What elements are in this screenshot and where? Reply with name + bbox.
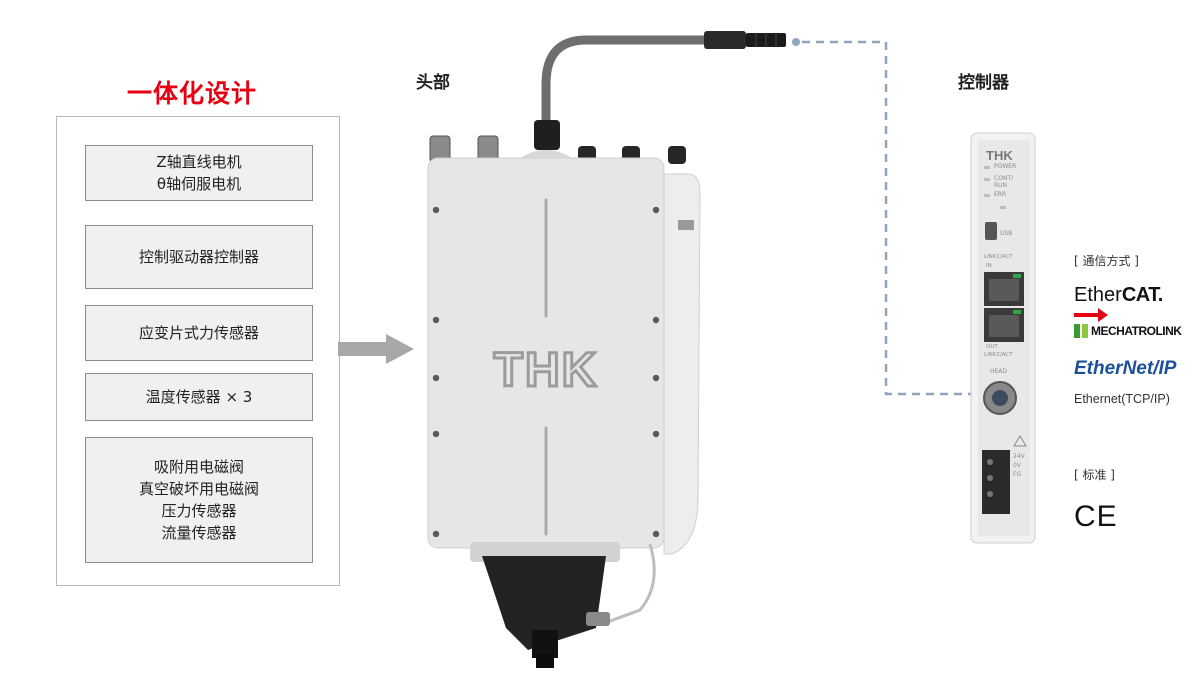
port-in-tag: IN (986, 263, 992, 269)
controller-brand-logo: THK (986, 148, 1013, 163)
feature-box-motors: Z轴直线电机 θ轴伺服电机 (85, 145, 313, 201)
integrated-design-title: 一体化设计 (126, 79, 257, 108)
feature-line: Z轴直线电机 (156, 153, 242, 171)
feature-line: 应变片式力传感器 (138, 324, 259, 342)
arrow-right-icon (338, 334, 414, 364)
ethercat-prefix: Ether (1074, 284, 1122, 306)
feature-line: 真空破坏用电磁阀 (138, 480, 259, 498)
controller-body (970, 132, 1036, 544)
standards-title: [ 标准 ] (1074, 468, 1115, 482)
head-label: 头部 (416, 73, 450, 93)
ethercat-suffix: CAT. (1121, 284, 1163, 306)
ethernet-ip-logo: EtherNet/IP (1074, 358, 1177, 379)
feature-box-temp-sensors: 温度传感器 × 3 (85, 373, 313, 421)
power-labels: 24V 0V FG (1013, 452, 1025, 479)
controller-device: THK POWER CONT/ RUN ERR USB LINK1/ACT IN… (970, 132, 1036, 544)
led-err-label: ERR (994, 191, 1007, 198)
port-out-tag: OUT (986, 344, 998, 350)
port-in-label: LINK1/ACT (984, 254, 1013, 260)
power-label-24v: 24V (1013, 453, 1025, 460)
cable-connector (704, 31, 786, 49)
feature-panel: Z轴直线电机 θ轴伺服电机 控制驱动器控制器 应变片式力传感器 温度传感器 × … (56, 116, 340, 586)
communication-title: [ 通信方式 ] (1074, 254, 1139, 268)
ce-mark: CE (1074, 500, 1118, 533)
ethercat-logo: EtherCAT. (1074, 284, 1200, 330)
feature-line: 温度传感器 × 3 (145, 388, 253, 406)
led-cont-run-label: CONT/ RUN (994, 175, 1014, 189)
port-out-label: LINK2/ACT (984, 352, 1013, 358)
feature-box-force-sensor: 应变片式力传感器 (85, 305, 313, 361)
feature-box-controller: 控制驱动器控制器 (85, 225, 313, 289)
feature-line: θ轴伺服电机 (156, 175, 242, 193)
mechatrolink-icon (1074, 324, 1088, 338)
led-power-label: POWER (994, 163, 1017, 170)
ethernet-tcp-label: Ethernet(TCP/IP) (1074, 392, 1170, 406)
controller-label: 控制器 (958, 73, 1009, 93)
feature-line: 控制驱动器控制器 (138, 248, 259, 266)
head-brand-logo: THK (494, 344, 599, 397)
power-label-fg: FG (1013, 471, 1022, 478)
head-unit-illustration: THK (427, 31, 786, 668)
head-port-label: HEAD (990, 368, 1008, 375)
feature-line: 压力传感器 (161, 502, 237, 520)
mechatrolink-logo: MECHATROLINK (1074, 324, 1182, 338)
feature-line: 流量传感器 (161, 524, 237, 542)
usb-label: USB (1000, 230, 1013, 237)
power-label-0v: 0V (1013, 462, 1021, 469)
feature-line: 吸附用电磁阀 (153, 458, 244, 476)
feature-box-valves-sensors: 吸附用电磁阀 真空破坏用电磁阀 压力传感器 流量传感器 (85, 437, 313, 563)
mechatrolink-text: MECHATROLINK (1091, 324, 1182, 338)
ethercat-arrow-icon (1074, 308, 1108, 322)
